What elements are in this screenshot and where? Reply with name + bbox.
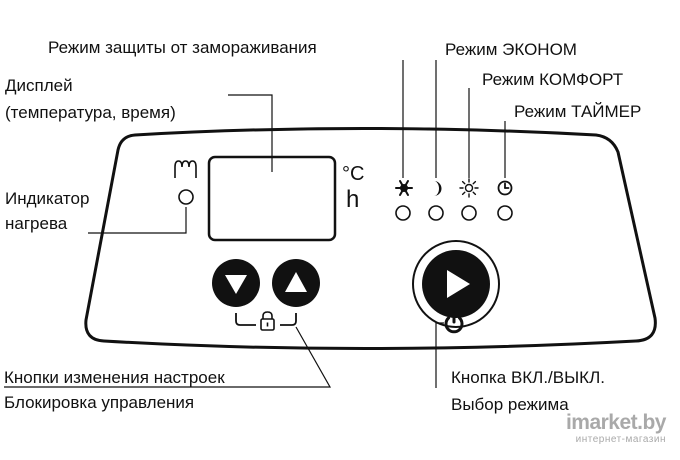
timer-mode-led (497, 205, 513, 221)
label-comfort-mode: Режим КОМФОРТ (482, 70, 624, 89)
callout-lines (4, 60, 506, 388)
watermark-subtitle: интернет-магазин (575, 434, 666, 445)
arrow-down-icon (225, 275, 247, 294)
heating-indicator-led (178, 189, 194, 205)
label-control-lock: Блокировка управления (4, 393, 195, 412)
clock-icon (497, 180, 513, 196)
eco-mode-led (428, 205, 444, 221)
leader-display (228, 94, 273, 172)
label-timer-mode: Режим ТАЙМЕР (514, 102, 642, 121)
decrease-button[interactable] (212, 259, 260, 307)
lock-bracket (235, 313, 297, 326)
watermark: imarket.by интернет-магазин (565, 411, 667, 446)
comfort-mode-led (461, 205, 477, 221)
arrow-up-icon (285, 272, 307, 292)
leader-settings (4, 326, 332, 388)
heating-coil-icon (174, 160, 197, 178)
moon-icon (434, 181, 442, 196)
unit-hours: h (346, 186, 359, 213)
watermark-brand: imarket.by (565, 411, 667, 434)
label-settings-buttons: Кнопки изменения настроек (4, 368, 225, 387)
freeze-mode-led (395, 205, 411, 221)
label-display: Дисплей (5, 76, 73, 95)
label-heating-indicator: Индикатор (5, 189, 90, 208)
label-display-details: (температура, время) (5, 103, 176, 122)
label-mode-select: Выбор режима (451, 395, 569, 414)
label-heating-indicator-line2: нагрева (5, 214, 68, 233)
play-icon (447, 270, 470, 298)
panel-outline (84, 127, 657, 350)
snowflake-icon (395, 180, 413, 196)
power-mode-button[interactable] (412, 240, 500, 328)
power-icon (444, 312, 464, 334)
label-eco-mode: Режим ЭКОНОМ (445, 40, 577, 59)
label-freeze-protection-mode: Режим защиты от замораживания (48, 38, 317, 57)
leader-power (435, 322, 444, 388)
label-power-button: Кнопка ВКЛ./ВЫКЛ. (451, 368, 605, 387)
sun-icon (459, 178, 479, 198)
leader-heating (88, 207, 187, 234)
increase-button[interactable] (272, 259, 320, 307)
lock-icon (260, 311, 275, 331)
unit-celsius: °C (342, 163, 364, 185)
